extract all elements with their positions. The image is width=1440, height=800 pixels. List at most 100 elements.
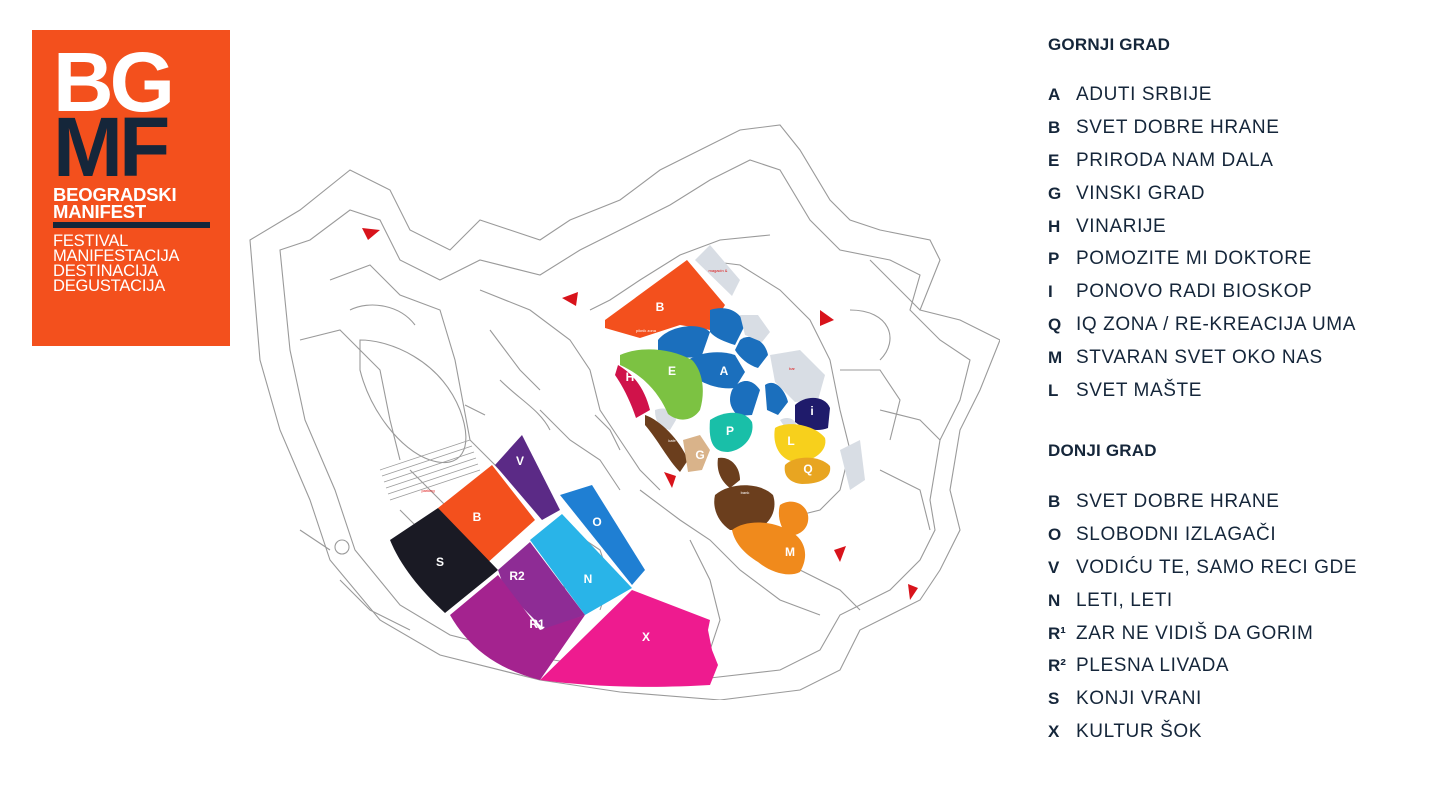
zone-a-label: A: [720, 364, 729, 378]
zone-a-cluster-6[interactable]: [765, 382, 788, 415]
logo-name-line2: MANIFEST: [53, 201, 146, 222]
zone-r1[interactable]: [450, 575, 585, 680]
zone-r2[interactable]: [498, 542, 585, 630]
legend-item: P POMOZITE MI DOKTORE: [1048, 243, 1428, 276]
legend-item: R² PLESNA LIVADA: [1048, 650, 1428, 683]
map-tiny-bank: bank: [741, 490, 750, 495]
entrance-marker[interactable]: [820, 310, 834, 326]
map-tiny-kafa: kafe: [668, 438, 676, 443]
legend-code: M: [1048, 347, 1063, 367]
zone-a-cluster-5[interactable]: [730, 381, 760, 416]
legend-code: R¹: [1048, 623, 1066, 643]
legend-label: STVARAN SVET OKO NAS: [1076, 346, 1323, 368]
legend-label: VINSKI GRAD: [1076, 182, 1206, 204]
entrance-marker[interactable]: [908, 584, 918, 600]
zone-v-label: V: [516, 454, 524, 468]
zone-v[interactable]: [495, 435, 560, 520]
zone-r2-label: R2: [509, 569, 525, 583]
zone-i-label: i: [810, 404, 813, 418]
zone-h-label: H: [626, 370, 635, 384]
legend-label: KONJI VRANI: [1076, 688, 1202, 710]
legend-label: LETI, LETI: [1076, 589, 1173, 611]
legend-code: A: [1048, 85, 1061, 105]
zone-e[interactable]: [620, 349, 703, 420]
legend-label: VINARIJE: [1076, 215, 1167, 237]
legend-item: G VINSKI GRAD: [1048, 177, 1428, 210]
legend-item: N LETI, LETI: [1048, 584, 1428, 617]
zone-i[interactable]: [795, 397, 830, 430]
map-tiny-parking: parking: [421, 488, 434, 493]
entrance-markers: [362, 228, 918, 600]
legend-label: KULTUR ŠOK: [1076, 720, 1203, 742]
zone-g-label: G: [695, 448, 704, 462]
entrance-marker[interactable]: [562, 292, 578, 306]
zone-kafe-brown[interactable]: [645, 415, 688, 472]
legend-item: E PRIRODA NAM DALA: [1048, 145, 1428, 178]
fortress-map: B piknik zona magacin & A bar E: [240, 110, 1000, 700]
entrance-marker[interactable]: [362, 228, 380, 240]
zone-a-cluster-3[interactable]: [735, 336, 768, 368]
zone-o-label: O: [592, 515, 601, 529]
zone-a-cluster-2[interactable]: [710, 308, 745, 345]
logo-divider: [53, 222, 210, 228]
zone-p-label: P: [726, 424, 734, 438]
legend-code: G: [1048, 183, 1062, 203]
legend-title-gornji-grad: GORNJI GRAD: [1048, 35, 1171, 54]
legend-label: PLESNA LIVADA: [1076, 655, 1230, 677]
zone-p[interactable]: [709, 412, 753, 452]
legend-label: SVET DOBRE HRANE: [1076, 117, 1280, 139]
logo-tag-line2: MANIFESTACIJA: [53, 247, 180, 265]
zone-kafe-brown-2[interactable]: [717, 457, 740, 488]
entrance-marker[interactable]: [664, 472, 676, 488]
zone-n[interactable]: [530, 514, 632, 615]
zone-m-top[interactable]: [778, 501, 809, 536]
upper-zones: B piknik zona magacin & A bar E: [605, 245, 865, 575]
legend-code: R²: [1048, 656, 1066, 676]
entrance-marker[interactable]: [834, 546, 846, 562]
legend-label: PRIRODA NAM DALA: [1076, 149, 1274, 171]
map-svg: B piknik zona magacin & A bar E: [249, 124, 1000, 700]
zone-b-lower[interactable]: [438, 465, 535, 565]
zone-x-label: X: [642, 630, 650, 644]
legend-code: B: [1048, 492, 1061, 512]
zone-g[interactable]: [683, 435, 710, 472]
zone-h[interactable]: [615, 365, 650, 418]
legend-item: R¹ ZAR NE VIDIŠ DA GORIM: [1048, 617, 1428, 650]
legend-label: ZAR NE VIDIŠ DA GORIM: [1076, 622, 1314, 644]
map-tiny-bar: bar: [789, 366, 795, 371]
legend-code: P: [1048, 249, 1060, 269]
lower-zones: V B O N S R2 R1 X parking: [390, 435, 718, 687]
legend-code: E: [1048, 150, 1060, 170]
zone-l-label: L: [787, 434, 794, 448]
zone-b-upper[interactable]: [605, 260, 725, 338]
legend-item: H VINARIJE: [1048, 210, 1428, 243]
zone-x[interactable]: [540, 590, 718, 687]
zone-l[interactable]: [774, 424, 826, 462]
legend-code: N: [1048, 590, 1061, 610]
legend-label: SVET DOBRE HRANE: [1076, 491, 1280, 513]
logo-bg-text: BG: [53, 35, 175, 129]
logo-name-line1: BEOGRADSKI: [53, 184, 177, 205]
zone-q[interactable]: [784, 457, 831, 484]
zone-a-cluster-4[interactable]: [688, 352, 745, 389]
legend-code: O: [1048, 525, 1062, 545]
zone-o[interactable]: [560, 485, 645, 585]
zone-bank-brown[interactable]: [714, 485, 775, 530]
zone-q-label: Q: [803, 462, 812, 476]
zone-m-label: M: [785, 545, 795, 559]
zone-a-cluster-1[interactable]: [658, 326, 710, 358]
zone-m[interactable]: [732, 522, 806, 575]
legend-label: POMOZITE MI DOKTORE: [1076, 248, 1312, 270]
zone-s[interactable]: [390, 508, 498, 613]
legend-code: L: [1048, 380, 1059, 400]
legend-code: H: [1048, 216, 1061, 236]
legend-code: Q: [1048, 314, 1062, 334]
zone-b-lower-label: B: [473, 510, 482, 524]
